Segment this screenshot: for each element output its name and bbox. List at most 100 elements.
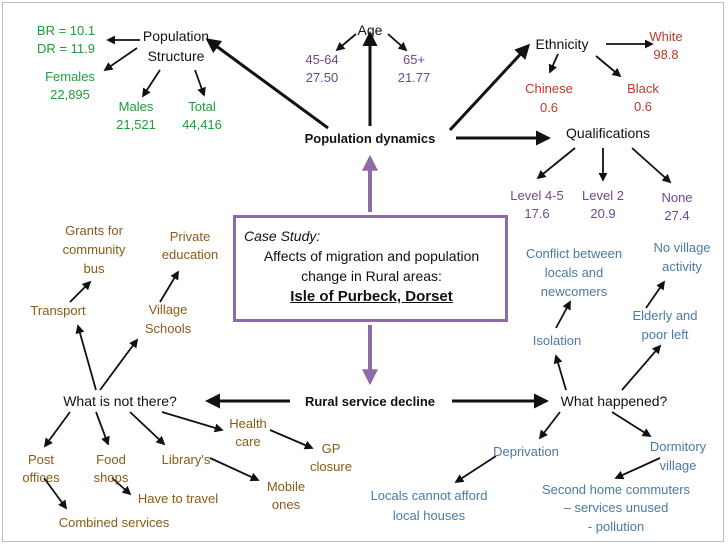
post-offices-line-1: Post [27, 452, 55, 467]
arrow-to-age-65-plus [387, 33, 408, 52]
ethnicity-title: Ethnicity [535, 36, 589, 52]
arrow-to-elderly [621, 344, 662, 391]
males-label: Males [118, 99, 154, 114]
post-offices-line-2: offices [22, 470, 60, 485]
arrow-to-have-to-travel [111, 477, 132, 496]
hub-population-dynamics: Population dynamics [304, 131, 436, 146]
conflict-line-2: locals and [544, 265, 604, 280]
locals-cannot-afford-line-1: Locals cannot afford [370, 488, 488, 503]
none-value: 27.4 [664, 208, 690, 223]
grants-line-3: bus [83, 261, 105, 276]
total-value: 44,416 [182, 117, 222, 132]
transport-label: Transport [30, 303, 86, 318]
arrow-to-black [595, 55, 622, 78]
none-label: None [661, 190, 693, 205]
health-care-line-2: care [235, 434, 261, 449]
no-village-activity-line-2: activity [662, 259, 702, 274]
case-study-place: Isle of Purbeck, Dorset [290, 288, 453, 305]
private-education-line-1: Private [169, 229, 211, 244]
age-title: Age [357, 22, 383, 38]
arrow-to-ethnicity [448, 43, 531, 132]
elderly-line-1: Elderly and [632, 308, 698, 323]
population-structure-title: Population Structure [142, 28, 210, 64]
locals-cannot-afford-line-2: local houses [392, 508, 466, 523]
arrow-to-mobile-ones [209, 457, 260, 482]
age-45-64-value: 27.50 [305, 70, 339, 85]
no-village-activity-line-1: No village [653, 240, 711, 255]
village-schools-line-2: Schools [144, 321, 192, 336]
arrow-to-gp-closure [269, 429, 314, 450]
white-label: White [649, 29, 683, 44]
arrow-to-females [103, 47, 138, 72]
arrow-to-post-offices [43, 411, 71, 448]
food-shops-line-1: Food [96, 452, 126, 467]
gp-closure-line-2: closure [310, 459, 352, 474]
females-value: 22,895 [50, 87, 90, 102]
isolation-label: Isolation [532, 333, 582, 348]
arrow-to-total [194, 69, 206, 97]
black-label: Black [627, 81, 659, 96]
hub-what-happened: What happened? [560, 393, 668, 409]
level-4-5-value: 17.6 [524, 206, 550, 221]
gp-closure-line-1: GP [321, 441, 341, 456]
village-schools-line-1: Village [148, 302, 188, 317]
level-2-value: 20.9 [590, 206, 616, 221]
second-home-line-3: - pollution [587, 519, 645, 534]
arrow-to-no-village-activity [645, 280, 666, 309]
arrow-to-age-45-64 [335, 33, 357, 52]
birth-rate: BR = 10.1 [36, 23, 96, 38]
food-shops-line-2: shops [93, 470, 129, 485]
level-2-label: Level 2 [582, 188, 624, 203]
total-label: Total [188, 99, 216, 114]
have-to-travel-label: Have to travel [137, 491, 219, 506]
elderly-line-2: poor left [641, 327, 689, 342]
arrow-to-second-home [614, 457, 661, 480]
grants-line-2: community [62, 242, 126, 257]
arrow-to-dormitory-village [611, 411, 652, 437]
grants-line-1: Grants for [65, 223, 123, 238]
conflict-line-3: newcomers [540, 284, 608, 299]
arrow-to-isolation [553, 354, 567, 391]
arrow-to-males [142, 69, 161, 98]
mobile-ones-line-1: Mobile [266, 479, 306, 494]
arrow-to-level-4-5 [536, 147, 576, 180]
libraries-label: Library's [161, 452, 211, 467]
arrow-to-deprivation [538, 411, 561, 440]
arrow-to-private-education [159, 270, 179, 303]
arrow-to-chinese [548, 53, 559, 74]
second-home-line-1: Second home commuters [541, 482, 691, 497]
chinese-value: 0.6 [539, 100, 559, 115]
white-value: 98.8 [653, 47, 679, 62]
deprivation-label: Deprivation [493, 444, 559, 459]
arrow-to-health-care [161, 411, 224, 433]
arrow-to-conflict [555, 300, 571, 329]
black-value: 0.6 [633, 99, 653, 114]
dormitory-village-line-1: Dormitory [649, 439, 707, 454]
dormitory-village-line-2: village [659, 458, 697, 473]
arrow-to-food-shops [95, 411, 110, 446]
second-home-line-2: – services unused [563, 500, 669, 515]
arrow-to-population-structure [205, 38, 329, 130]
death-rate: DR = 11.9 [37, 41, 95, 56]
hub-rural-service-decline: Rural service decline [304, 394, 436, 409]
case-study-intro: Case Study: [244, 228, 321, 244]
chinese-label: Chinese [525, 81, 573, 96]
case-study-box: Case Study: Affects of migration and pop… [233, 215, 508, 322]
case-study-title: Affects of migration and population chan… [263, 248, 480, 284]
age-65-plus-value: 21.77 [397, 70, 431, 85]
population-structure-title-1: Population Structure [131, 26, 221, 66]
mobile-ones-line-2: ones [271, 497, 301, 512]
hub-what-not-there: What is not there? [63, 393, 177, 409]
arrow-to-combined-services [43, 477, 68, 510]
arrow-to-grants [69, 280, 92, 303]
arrow-to-none [631, 147, 672, 184]
arrow-to-locals-cannot-afford [454, 455, 497, 483]
arrow-to-village-schools [99, 338, 139, 391]
health-care-line-1: Health [229, 416, 267, 431]
combined-services-label: Combined services [58, 515, 170, 530]
age-45-64-label: 45-64 [305, 52, 339, 67]
arrow-to-transport [75, 324, 97, 391]
arrow-to-libraries [129, 411, 166, 446]
